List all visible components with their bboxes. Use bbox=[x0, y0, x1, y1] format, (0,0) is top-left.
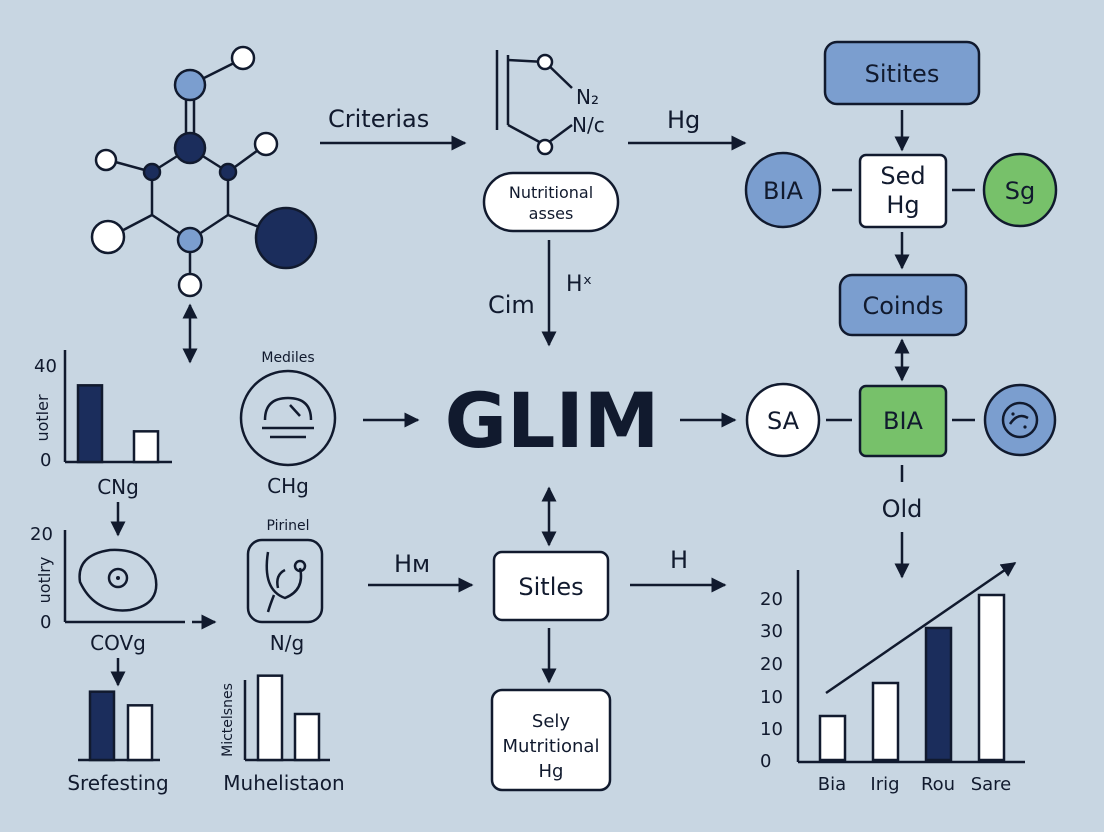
chart-trend-xtick: Bia bbox=[818, 774, 846, 795]
criterias-label: Criterias bbox=[328, 105, 429, 133]
chart-trend-ytick: 10 bbox=[760, 687, 783, 708]
pirinel-label: Pirinel bbox=[266, 518, 309, 534]
mediles-label: Mediles bbox=[261, 350, 314, 366]
cell-node bbox=[983, 383, 1057, 457]
chart-cng-ylabel: uotler bbox=[33, 394, 52, 441]
bar bbox=[293, 712, 321, 762]
sely-mutritional-node bbox=[490, 688, 612, 792]
bia-mid-label: BIA bbox=[883, 407, 924, 435]
chart-trend-xtick: Sare bbox=[971, 774, 1012, 795]
atom-node bbox=[142, 162, 162, 182]
h-label: H bbox=[670, 546, 688, 574]
bia-mid-node bbox=[858, 384, 948, 458]
chart-trend-ytick: 20 bbox=[760, 654, 783, 675]
sitles-label: Sitles bbox=[518, 573, 583, 601]
sed-hg-line2: Hg bbox=[886, 191, 919, 219]
chart-covg-ytick-top: 20 bbox=[30, 524, 53, 545]
atom-node bbox=[253, 131, 279, 157]
ring-fragment bbox=[495, 50, 573, 156]
chart-srefesting-xlabel: Srefesting bbox=[67, 771, 168, 795]
old-label: Old bbox=[882, 495, 923, 523]
bar bbox=[977, 593, 1006, 762]
bar bbox=[132, 430, 160, 464]
sely-line1: Sely bbox=[532, 711, 571, 732]
chart-trend-xticks: Bia Irig Rou Sare bbox=[818, 774, 1011, 795]
glim-title: GLIM bbox=[445, 376, 660, 465]
nutritional-asses-line1: Nutritional bbox=[509, 183, 593, 202]
atom-node bbox=[230, 45, 256, 71]
sitites-label: Sitites bbox=[865, 60, 940, 88]
atom-node bbox=[254, 206, 318, 270]
sely-line2: Mutritional bbox=[503, 736, 600, 757]
chart-covg-xlabel: COVg bbox=[90, 631, 146, 655]
atom-node bbox=[176, 226, 204, 254]
chart-trend-ytick: 30 bbox=[760, 621, 783, 642]
chart-covg-ytick-zero: 0 bbox=[40, 612, 51, 633]
scale-icon bbox=[262, 396, 314, 439]
hx-label: Hˣ bbox=[566, 272, 592, 297]
chart-trend-yticks: 20 30 20 10 10 0 bbox=[760, 589, 783, 772]
bar bbox=[88, 690, 116, 762]
sa-node bbox=[745, 382, 821, 458]
bar-chart-srefesting bbox=[78, 690, 160, 762]
sely-line3: Hg bbox=[539, 761, 564, 782]
atom-node bbox=[173, 131, 207, 165]
sa-label: SA bbox=[767, 407, 800, 435]
chart-covg bbox=[63, 530, 185, 624]
chg-label: CHg bbox=[267, 474, 309, 498]
nutritional-asses-node bbox=[482, 171, 620, 233]
bar bbox=[924, 626, 953, 762]
bar-chart-muhelistaon bbox=[243, 674, 330, 762]
mediles-node bbox=[239, 369, 337, 467]
sitites-node bbox=[823, 40, 981, 106]
hm-label: Hᴍ bbox=[394, 550, 430, 578]
nc-label: N/c bbox=[572, 113, 605, 137]
cim-label: Cim bbox=[488, 291, 535, 319]
n2-label: N₂ bbox=[576, 85, 599, 109]
bia-top-label: BIA bbox=[763, 177, 804, 205]
bar bbox=[818, 714, 847, 762]
bar bbox=[126, 704, 154, 762]
bar bbox=[256, 674, 284, 762]
ng-label: N/g bbox=[270, 631, 304, 655]
cell-icon bbox=[1001, 401, 1039, 439]
stethoscope-icon bbox=[265, 551, 307, 613]
sed-hg-line1: Sed bbox=[880, 162, 925, 190]
molecule-structure bbox=[90, 45, 318, 298]
atom-node bbox=[90, 219, 126, 255]
bar bbox=[871, 681, 900, 762]
hg-top-label: Hg bbox=[667, 106, 700, 134]
bar bbox=[76, 384, 104, 464]
chart-trend-ytick: 20 bbox=[760, 589, 783, 610]
chart-trend-xtick: Irig bbox=[870, 774, 899, 795]
sed-hg-node bbox=[858, 153, 948, 229]
atom-node bbox=[173, 68, 207, 102]
chart-muhelistaon-ylabel: Mictelsnes bbox=[220, 683, 236, 757]
pirinel-node bbox=[246, 538, 324, 624]
chart-covg-ylabel: uotlry bbox=[35, 557, 54, 604]
chart-cng-xlabel: CNg bbox=[97, 475, 139, 499]
chart-muhelistaon-xlabel: Muhelistaon bbox=[223, 771, 344, 795]
atom-node bbox=[94, 148, 118, 172]
atom-node bbox=[177, 272, 203, 298]
atom-node bbox=[218, 162, 238, 182]
chart-trend-ytick: 0 bbox=[760, 751, 771, 772]
chart-cng-ytick-zero: 0 bbox=[40, 450, 51, 471]
sg-label: Sg bbox=[1005, 177, 1035, 205]
sg-node bbox=[982, 152, 1058, 228]
bia-top-node bbox=[744, 151, 822, 229]
chart-cng-ytick-top: 40 bbox=[34, 356, 57, 377]
sitles-node bbox=[492, 550, 610, 622]
chart-trend-ytick: 10 bbox=[760, 719, 783, 740]
coinds-label: Coinds bbox=[862, 292, 943, 320]
nutritional-asses-line2: asses bbox=[529, 204, 574, 223]
trend-arrow bbox=[825, 561, 1017, 695]
bar-chart-trend bbox=[796, 561, 1025, 764]
chart-trend-xtick: Rou bbox=[921, 774, 955, 795]
bar-chart-cng bbox=[63, 350, 172, 464]
coinds-node bbox=[838, 273, 968, 337]
